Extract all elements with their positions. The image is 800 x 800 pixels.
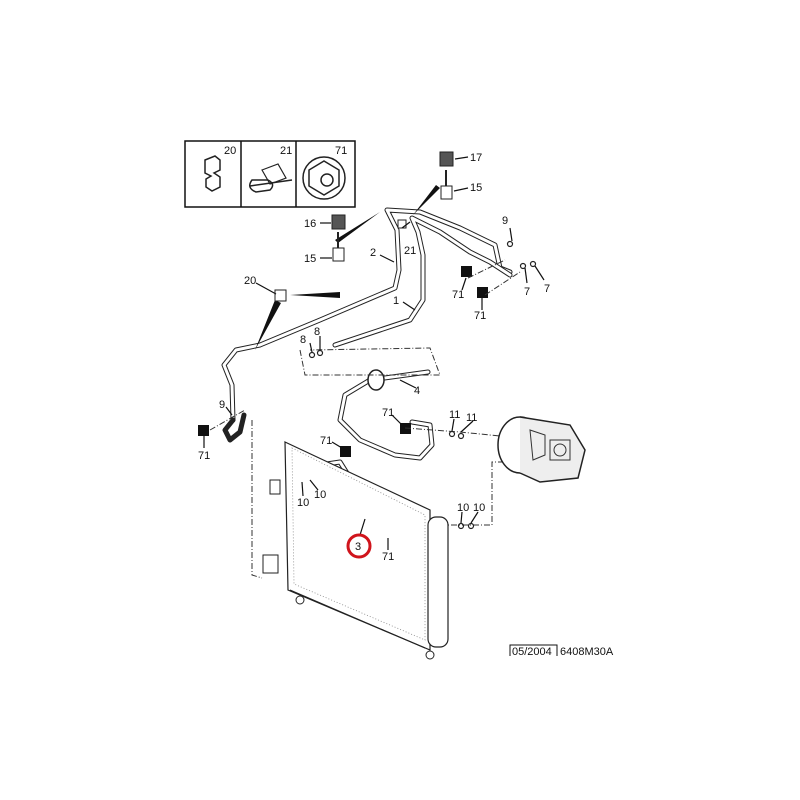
callout-7: 7 — [544, 283, 550, 295]
callout-8: 8 — [300, 334, 306, 346]
callout-17: 17 — [470, 152, 482, 164]
inset-label-71: 71 — [335, 145, 347, 157]
condenser — [262, 441, 449, 660]
bracket-icon — [249, 163, 293, 193]
clip-icon — [204, 155, 221, 192]
alignment-line — [404, 427, 541, 441]
alignment-line — [299, 347, 441, 376]
pipe-2 — [221, 207, 513, 423]
valve-16-15 — [331, 214, 346, 262]
nut-icon — [302, 156, 346, 200]
callout-20: 20 — [244, 275, 256, 287]
diagram-code: 6408M30A — [560, 646, 614, 658]
callout-10: 10 — [314, 489, 326, 501]
nut-71 — [477, 287, 488, 298]
callout-71: 71 — [474, 310, 486, 322]
pointer-wedge — [413, 185, 440, 215]
pointer-wedge — [255, 300, 281, 350]
callout-21: 21 — [404, 245, 416, 257]
pipe-1 — [332, 215, 513, 348]
nut-71 — [461, 266, 472, 277]
callout-71: 71 — [320, 435, 332, 447]
pipe-end-9 — [222, 412, 247, 443]
callout-10: 10 — [457, 502, 469, 514]
callout-11: 11 — [449, 409, 460, 421]
callout-1: 1 — [393, 295, 399, 307]
diagram-reference: 05/2004 6408M30A — [509, 644, 614, 658]
pointer-wedge — [290, 292, 340, 298]
alignment-line — [440, 461, 505, 526]
callout-71: 71 — [198, 450, 210, 462]
callout-10: 10 — [297, 497, 309, 509]
pointer-wedge — [335, 212, 380, 243]
nut-71 — [198, 425, 209, 436]
callout-10: 10 — [473, 502, 485, 514]
inset-legend: 20 21 71 — [184, 140, 356, 208]
callout-71: 71 — [452, 289, 464, 301]
diagram-date: 05/2004 — [512, 646, 552, 658]
leader-lines — [203, 156, 545, 550]
nut-71 — [340, 446, 351, 457]
clip-20 — [274, 289, 287, 302]
callout-7: 7 — [524, 286, 530, 298]
callout-3: 3 — [355, 541, 361, 553]
alignment-line — [467, 259, 521, 296]
callout-15: 15 — [470, 182, 482, 194]
callout-9: 9 — [502, 215, 508, 227]
callout-8: 8 — [314, 326, 320, 338]
callout-71: 71 — [382, 407, 394, 419]
compressor — [497, 416, 586, 483]
callout-2: 2 — [370, 247, 376, 259]
inset-label-21: 21 — [280, 145, 292, 157]
callout-71: 71 — [382, 551, 394, 563]
callout-4: 4 — [414, 385, 420, 397]
callout-15: 15 — [304, 253, 316, 265]
callout-9: 9 — [219, 399, 225, 411]
alignment-line — [209, 409, 263, 579]
bracket-21 — [397, 219, 407, 229]
valve-17-15 — [439, 151, 454, 200]
callout-16: 16 — [304, 218, 316, 230]
inset-label-20: 20 — [224, 145, 236, 157]
highlight-circle — [346, 533, 372, 559]
callout-11: 11 — [466, 412, 477, 424]
